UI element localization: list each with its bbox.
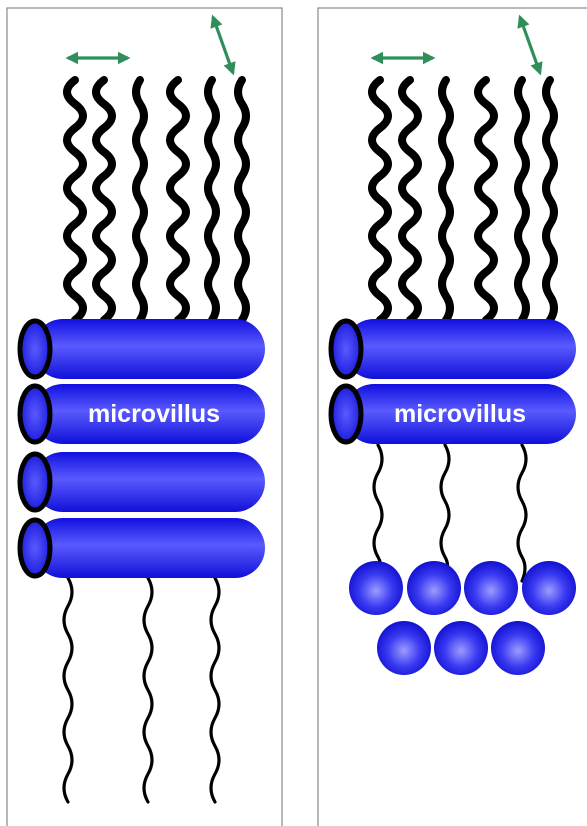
microvillus-cylinder: [331, 319, 576, 379]
vesicle-sphere: [522, 561, 576, 615]
microvillus-cylinder: [20, 319, 265, 379]
microvillus-cylinder: microvillus: [20, 384, 265, 444]
microvillus-label: microvillus: [394, 400, 526, 428]
microvillus-cylinder: microvillus: [331, 384, 576, 444]
vesicle-sphere: [464, 561, 518, 615]
microvillus-cylinder: [20, 518, 265, 578]
vesicle-sphere: [377, 621, 431, 675]
vesicle-sphere: [349, 561, 403, 615]
vesicle-sphere: [407, 561, 461, 615]
microvillus-label: microvillus: [88, 400, 220, 428]
vesicle-sphere: [491, 621, 545, 675]
panel-right: microvillus: [318, 8, 587, 826]
vesicle-sphere: [434, 621, 488, 675]
panel-left: microvillus: [7, 8, 282, 826]
microvillus-cylinder: [20, 452, 265, 512]
